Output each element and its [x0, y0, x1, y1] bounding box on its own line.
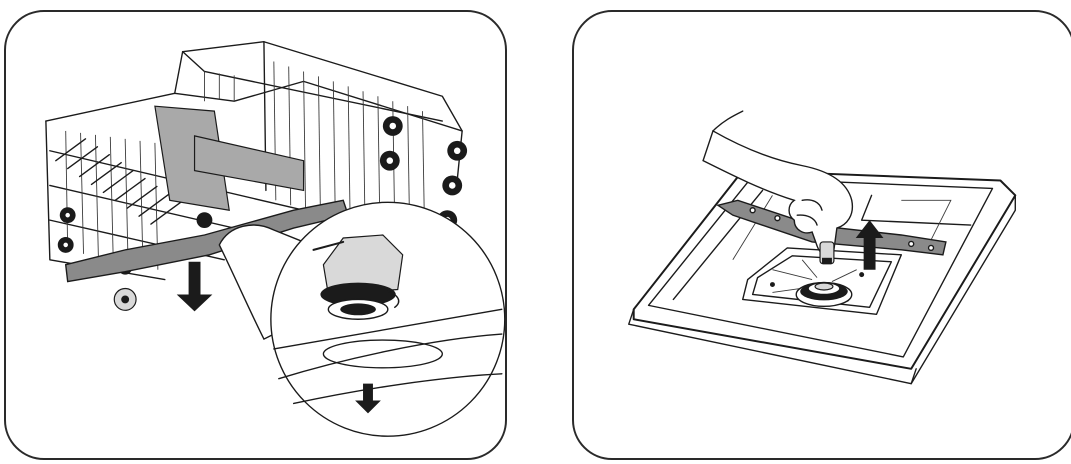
dish-rack — [45, 41, 463, 281]
panel-remove-lower-spray-arm — [4, 10, 507, 460]
up-arrow-icon — [855, 220, 884, 270]
small-down-arrow-icon — [355, 383, 381, 414]
lower-rack-illustration — [45, 41, 505, 437]
filter-assembly — [795, 281, 853, 308]
detail-magnifier — [270, 201, 505, 437]
panel-remove-filter — [572, 10, 1071, 460]
rack-wheels — [57, 116, 468, 311]
down-arrow-icon — [176, 261, 213, 312]
tub-floor-illustration — [628, 110, 1017, 385]
